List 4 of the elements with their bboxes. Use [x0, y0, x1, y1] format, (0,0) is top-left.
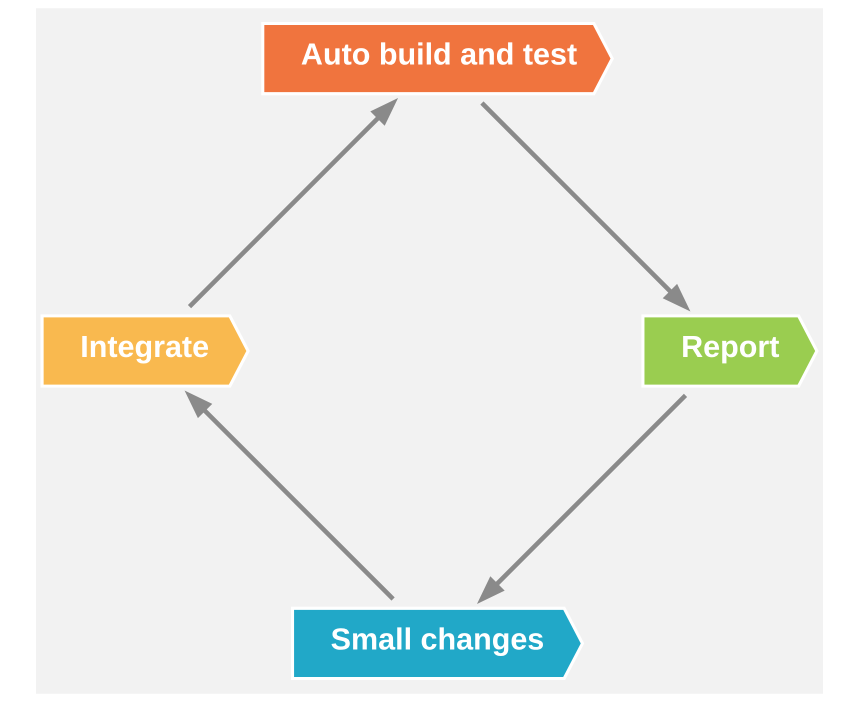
arrow — [184, 390, 395, 601]
arrow — [188, 98, 398, 308]
arrow — [480, 101, 690, 312]
arrow — [476, 394, 688, 604]
